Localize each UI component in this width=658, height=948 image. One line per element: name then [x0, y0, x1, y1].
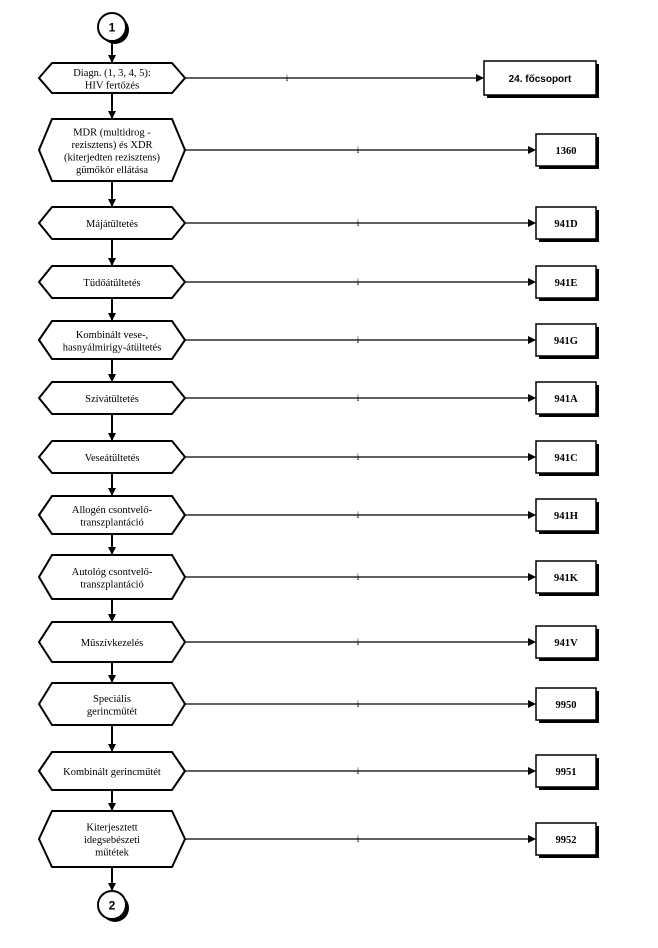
- yes-label: i: [357, 393, 360, 403]
- end-connector: 2: [97, 890, 129, 922]
- yes-label: i: [357, 277, 360, 287]
- target-box: [535, 381, 597, 415]
- decision-step: Májátültetés i 941D: [37, 206, 599, 242]
- start-connector: 1: [97, 12, 129, 44]
- decision-step: Tüdőátültetés i 941E: [37, 265, 599, 301]
- decision-label: Műszívkezelés: [81, 638, 143, 649]
- decision-label: Kombinált vese-,: [76, 330, 148, 341]
- decision-label: Veseátültetés: [85, 453, 140, 464]
- target-code: 941V: [554, 638, 578, 649]
- decision-label: Diagn. (1, 3, 4, 5):: [73, 68, 151, 79]
- decision-label: transzplantáció: [80, 517, 144, 528]
- target-box: [535, 133, 597, 167]
- target-code: 24. főcsoport: [509, 74, 572, 85]
- decision-label: Autológ csontvelő-: [72, 567, 153, 578]
- decision-label: rezisztens) és XDR: [71, 140, 152, 151]
- target-box: [535, 440, 597, 474]
- decision-label: HIV fertőzés: [85, 80, 139, 91]
- target-code: 941E: [555, 278, 578, 289]
- target-box: [535, 687, 597, 721]
- target-box: [535, 625, 597, 659]
- yes-label: i: [357, 766, 360, 776]
- decision-step: Szívátültetés i 941A: [37, 381, 599, 417]
- target-code: 1360: [556, 146, 577, 157]
- yes-label: i: [357, 145, 360, 155]
- target-code: 9950: [556, 700, 577, 711]
- decision-label: Szívátültetés: [85, 394, 139, 405]
- decision-label: Speciális: [93, 694, 131, 705]
- decision-label: gerincműtét: [87, 706, 137, 717]
- target-box: [535, 206, 597, 240]
- decision-label: idegsebészeti: [84, 835, 140, 846]
- yes-label: i: [357, 572, 360, 582]
- decision-step: Allogén csontvelő-transzplantáció i 941H: [37, 495, 599, 535]
- decision-step: Diagn. (1, 3, 4, 5):HIV fertőzés i 24. főc…: [37, 60, 599, 98]
- target-code: 941G: [554, 336, 578, 347]
- target-box: [535, 560, 597, 594]
- decision-label: (kiterjedten rezisztens): [64, 152, 160, 163]
- decision-label: gümőkór ellátása: [76, 165, 148, 176]
- decision-label: műtétek: [95, 848, 130, 859]
- target-box: [483, 60, 597, 96]
- target-code: 941C: [554, 453, 577, 464]
- decision-step: Kombinált vese-,hasnyálmirigy-átültetés i…: [37, 320, 599, 360]
- target-code: 941K: [554, 573, 579, 584]
- yes-label: i: [357, 510, 360, 520]
- target-box: [535, 754, 597, 788]
- yes-label: i: [357, 452, 360, 462]
- target-box: [535, 265, 597, 299]
- decision-step: MDR (multidrog - rezisztens) és XDR(kiter…: [37, 118, 599, 182]
- yes-label: i: [357, 637, 360, 647]
- decision-step: Műszívkezelés i 941V: [37, 621, 599, 663]
- decision-step: Veseátültetés i 941C: [37, 440, 599, 476]
- target-box: [535, 498, 597, 532]
- target-code: 941A: [554, 394, 578, 405]
- target-box: [535, 323, 597, 357]
- target-code: 941H: [554, 511, 578, 522]
- target-code: 9952: [556, 835, 577, 846]
- end-connector-label: 2: [109, 899, 116, 913]
- yes-label: i: [286, 73, 289, 83]
- decision-label: Kiterjesztett: [86, 823, 137, 834]
- decision-step: Autológ csontvelő-transzplantáció i 941K: [37, 554, 599, 600]
- decision-label: transzplantáció: [80, 579, 144, 590]
- yes-label: i: [357, 335, 360, 345]
- start-connector-label: 1: [109, 21, 116, 35]
- decision-label: Kombinált gerincműtét: [63, 767, 161, 778]
- decision-label: hasnyálmirigy-átültetés: [63, 342, 162, 353]
- target-code: 9951: [556, 767, 577, 778]
- decision-label: MDR (multidrog -: [73, 127, 151, 138]
- target-code: 941D: [554, 219, 578, 230]
- yes-label: i: [357, 218, 360, 228]
- decision-step: Kombinált gerincműtét i 9951: [37, 751, 599, 791]
- decision-label: Tüdőátültetés: [83, 278, 140, 289]
- target-box: [535, 822, 597, 856]
- yes-label: i: [357, 699, 360, 709]
- decision-label: Allogén csontvelő-: [72, 505, 153, 516]
- decision-label: Májátültetés: [86, 219, 138, 230]
- yes-label: i: [357, 834, 360, 844]
